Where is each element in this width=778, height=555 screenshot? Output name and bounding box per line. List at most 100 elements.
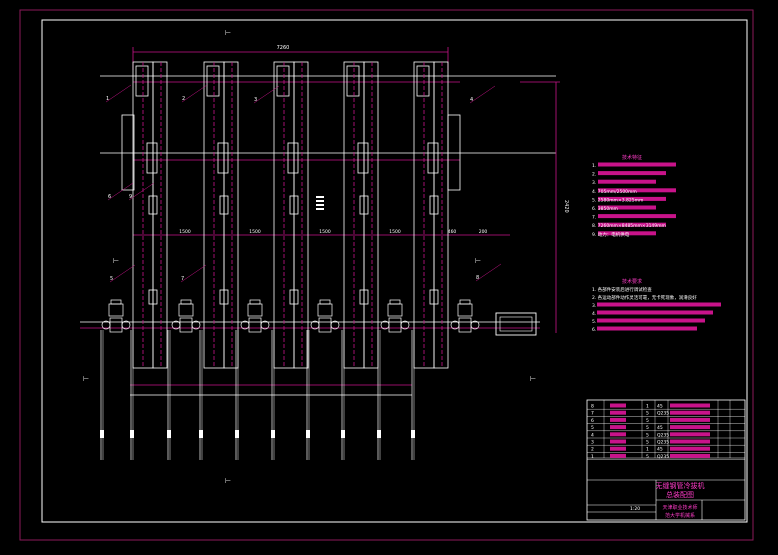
svg-text:4. 705mm/2: 4. 705mm/2500mm (592, 189, 637, 195)
svg-text:3.: 3. (592, 180, 596, 186)
svg-text:Q235: Q235 (657, 432, 669, 438)
part-number: 6 (107, 182, 134, 201)
spec-line: 3. (592, 179, 656, 186)
svg-text:3: 3 (254, 97, 257, 103)
roller-wheel (101, 299, 131, 333)
scale-label: 1:20 (630, 506, 640, 512)
dimension-label: 460 (448, 229, 457, 235)
svg-text:45: 45 (657, 404, 663, 410)
svg-text:3.: 3. (592, 303, 596, 309)
svg-text:9. 动力：电机供电: 9. 动力：电机供电 (592, 231, 630, 238)
requirement-line: 1. 各部件安装后进行调试检查 (592, 286, 652, 293)
parts-list-row: 1 5 Q235 (587, 453, 745, 460)
svg-text:1.: 1. (592, 163, 596, 169)
requirement-line: 2. 各运动部件动作灵活可靠，无卡死现象，润滑良好 (592, 294, 697, 301)
lower-rod (411, 330, 415, 460)
svg-text:7: 7 (181, 276, 184, 282)
right-bracket (447, 114, 461, 191)
machine-assembly (80, 47, 560, 396)
top-dimension-label: 7260 (277, 45, 290, 51)
svg-text:4: 4 (591, 432, 594, 438)
svg-text:6.: 6. (592, 327, 596, 333)
lower-rod (377, 330, 381, 460)
spec-line: 2. (592, 171, 666, 178)
svg-text:1: 1 (646, 404, 649, 410)
lower-rod (306, 330, 310, 460)
spec-line: 9. 动力：电机供电 (592, 231, 656, 238)
dimension-label: 1500 (179, 229, 191, 235)
spec-line: 7. (592, 214, 676, 221)
spec-line: 8. 7260mm×8485mm×3149mm (592, 222, 666, 229)
svg-text:1: 1 (591, 454, 594, 460)
spec-line: 4. 705mm/2500mm (592, 188, 676, 195)
lower-rod (130, 330, 134, 460)
part-number: 4 (469, 85, 496, 104)
svg-text:5: 5 (646, 440, 649, 446)
svg-text:6: 6 (108, 194, 111, 200)
part-number: 3 (253, 85, 280, 104)
requirement-line: 6. (592, 326, 697, 333)
roller-wheel (240, 299, 270, 333)
lower-rod (199, 330, 203, 460)
svg-text:6. 3850mm: 6. 3850mm (592, 206, 618, 212)
outer-frame (19, 9, 754, 541)
svg-text:2.: 2. (592, 172, 596, 178)
dimension-label: 1500 (319, 229, 331, 235)
part-number: 8 (475, 263, 502, 282)
svg-text:5: 5 (646, 425, 649, 431)
roller-wheel (310, 299, 340, 333)
svg-text:Q235: Q235 (657, 440, 669, 446)
lower-rod (167, 330, 171, 460)
title-block (586, 399, 746, 521)
section-mark: ⊢ (225, 477, 231, 485)
right-dimension-label: 2420 (563, 200, 569, 213)
section-mark: ⊢ (475, 257, 481, 265)
svg-text:1: 1 (646, 447, 649, 453)
roller-assemblies (101, 299, 480, 333)
requirement-line: 5. (592, 318, 705, 325)
section-mark: ⊢ (225, 29, 231, 37)
spec-line: 5. 2580mm×3.825mm (592, 196, 666, 203)
inner-frame (41, 19, 748, 523)
svg-text:2: 2 (591, 447, 594, 453)
centre-marker (316, 196, 324, 210)
requirement-line: 3. (592, 302, 721, 309)
svg-text:5: 5 (646, 411, 649, 417)
roller-wheel (380, 299, 410, 333)
lower-rod (235, 330, 239, 460)
section-mark: ⊢ (83, 375, 89, 383)
spec-line: 6. 3850mm (592, 205, 656, 212)
drawing-title-1: 无缝钢管冷拔机 (656, 481, 705, 490)
frame-column (413, 61, 449, 369)
gearbox-inner (499, 316, 533, 332)
frame-column (273, 61, 309, 369)
svg-text:2: 2 (182, 96, 185, 102)
req-heading: 技术要求 (622, 278, 642, 285)
svg-text:5: 5 (646, 418, 649, 424)
dimension-label: 200 (479, 229, 488, 235)
svg-text:8: 8 (591, 404, 594, 410)
spec-heading: 技术特征 (622, 154, 642, 161)
frame-columns (132, 61, 449, 369)
svg-text:9: 9 (129, 194, 132, 200)
svg-text:5: 5 (110, 276, 113, 282)
svg-text:5.: 5. (592, 319, 596, 325)
lower-rod (271, 330, 275, 460)
drawing-title-2: 总装配图 (666, 490, 694, 499)
lower-rod (100, 330, 104, 460)
requirement-line: 4. (592, 310, 713, 317)
svg-text:Q235: Q235 (657, 411, 669, 417)
svg-text:5: 5 (591, 425, 594, 431)
svg-text:5: 5 (646, 454, 649, 460)
part-number: 7 (180, 264, 207, 283)
svg-text:Q235: Q235 (657, 454, 669, 460)
frame-column (203, 61, 239, 369)
gearbox (495, 312, 537, 336)
